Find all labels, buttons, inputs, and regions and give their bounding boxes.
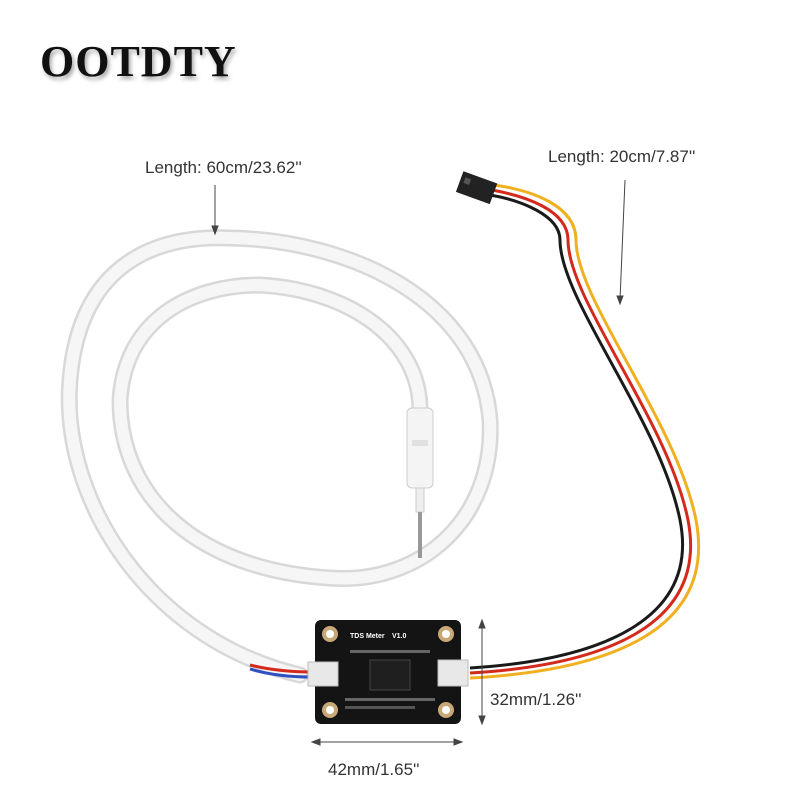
dupont-connector <box>455 171 498 205</box>
probe-cable-length-label: Length: 60cm/23.62'' <box>145 158 302 177</box>
signal-cable-length-label: Length: 20cm/7.87'' <box>548 147 696 166</box>
signal-wires <box>469 183 701 680</box>
board-width-label: 42mm/1.65'' <box>328 760 420 779</box>
tds-probe <box>406 407 434 558</box>
board-title: TDS Meter <box>350 633 385 640</box>
board-height-label: 32mm/1.26'' <box>490 690 582 709</box>
brand-logo: OOTDTY <box>40 37 237 86</box>
board-version: V1.0 <box>392 633 407 640</box>
wire-length-arrow <box>619 179 626 301</box>
tds-board: TDS Meter V1.0 <box>307 620 469 724</box>
